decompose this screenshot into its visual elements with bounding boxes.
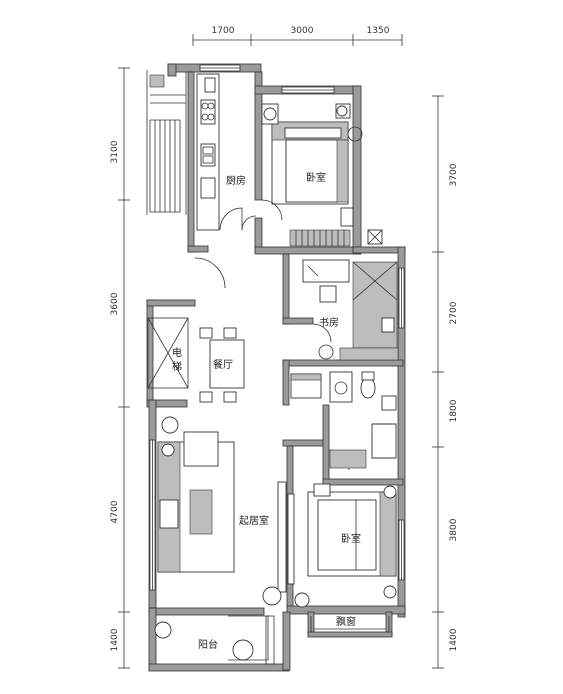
- dimension-lines: [118, 34, 444, 669]
- bathroom-fixtures: [290, 371, 397, 471]
- bedroom-south-furniture: [307, 449, 397, 599]
- room-label-elevator-2: 梯: [172, 360, 182, 373]
- dim-right-2: 2700: [449, 301, 459, 324]
- balcony-furniture: [154, 615, 275, 665]
- stairwell: [146, 70, 187, 215]
- windows: [149, 64, 405, 632]
- room-label-living: 起居室: [239, 514, 269, 527]
- dim-right-1: 3700: [449, 163, 459, 186]
- room-label-bedroom-south: 卧室: [341, 532, 361, 545]
- dim-top-2: 3000: [291, 26, 314, 36]
- dim-top-3: 1350: [367, 26, 390, 36]
- dim-top-1: 1700: [212, 26, 235, 36]
- bedroom-north-furniture: [261, 103, 383, 247]
- dim-right-3: 1800: [449, 399, 459, 422]
- dim-right-5: 1400: [449, 628, 459, 651]
- room-label-elevator-1: 电: [172, 346, 182, 359]
- dining-furniture: [194, 257, 245, 403]
- dim-left-1: 3100: [110, 140, 120, 163]
- room-label-bedroom-north: 卧室: [306, 171, 326, 184]
- room-label-kitchen: 厨房: [226, 174, 246, 187]
- study-furniture: [302, 259, 399, 361]
- dim-left-4: 1400: [110, 628, 120, 651]
- dim-left-2: 3600: [110, 292, 120, 315]
- room-label-balcony: 阳台: [198, 638, 218, 651]
- kitchen-fixtures: [196, 73, 257, 231]
- room-label-study: 书房: [319, 316, 339, 329]
- room-label-dining: 餐厅: [213, 358, 233, 371]
- room-label-bay-window: 飘窗: [336, 615, 356, 628]
- dim-left-3: 4700: [110, 500, 120, 523]
- dim-right-4: 3800: [449, 518, 459, 541]
- elevator: [147, 317, 189, 389]
- living-room-furniture: [157, 416, 310, 608]
